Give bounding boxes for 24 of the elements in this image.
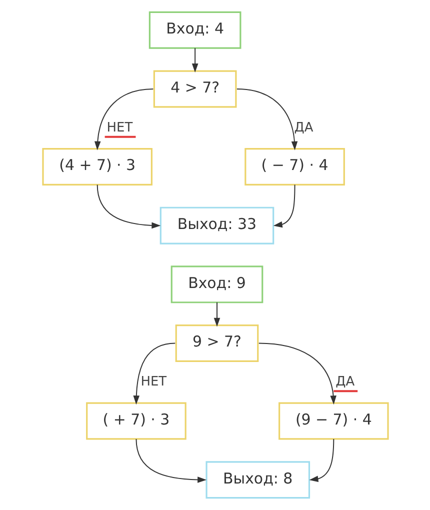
arrow <box>94 88 154 150</box>
arrow <box>135 438 206 483</box>
arrow <box>308 438 334 482</box>
arrow <box>236 88 298 150</box>
arrow <box>213 302 220 327</box>
arrow <box>258 342 358 405</box>
node-box: Вход: 4 <box>148 11 241 49</box>
node-box: ( + 7) · 3 <box>86 402 186 440</box>
arrow <box>272 184 295 228</box>
node-box: ( − 7) · 4 <box>244 148 344 186</box>
node-box: 9 > 7? <box>174 324 258 362</box>
node-box: Выход: 33 <box>159 206 274 244</box>
arrow <box>96 184 160 229</box>
edge-label: НЕТ <box>140 374 166 390</box>
node-box: (4 + 7) · 3 <box>42 148 152 186</box>
edge-label: ДА <box>294 120 313 136</box>
edge-label: ДА <box>335 374 354 390</box>
arrow <box>191 48 198 73</box>
node-box: Выход: 8 <box>205 461 310 499</box>
edge-label: НЕТ <box>106 120 132 136</box>
node-box: 4 > 7? <box>152 70 236 108</box>
node-box: Вход: 9 <box>170 266 263 304</box>
arrow <box>132 342 176 405</box>
node-box: (9 − 7) · 4 <box>278 402 388 440</box>
